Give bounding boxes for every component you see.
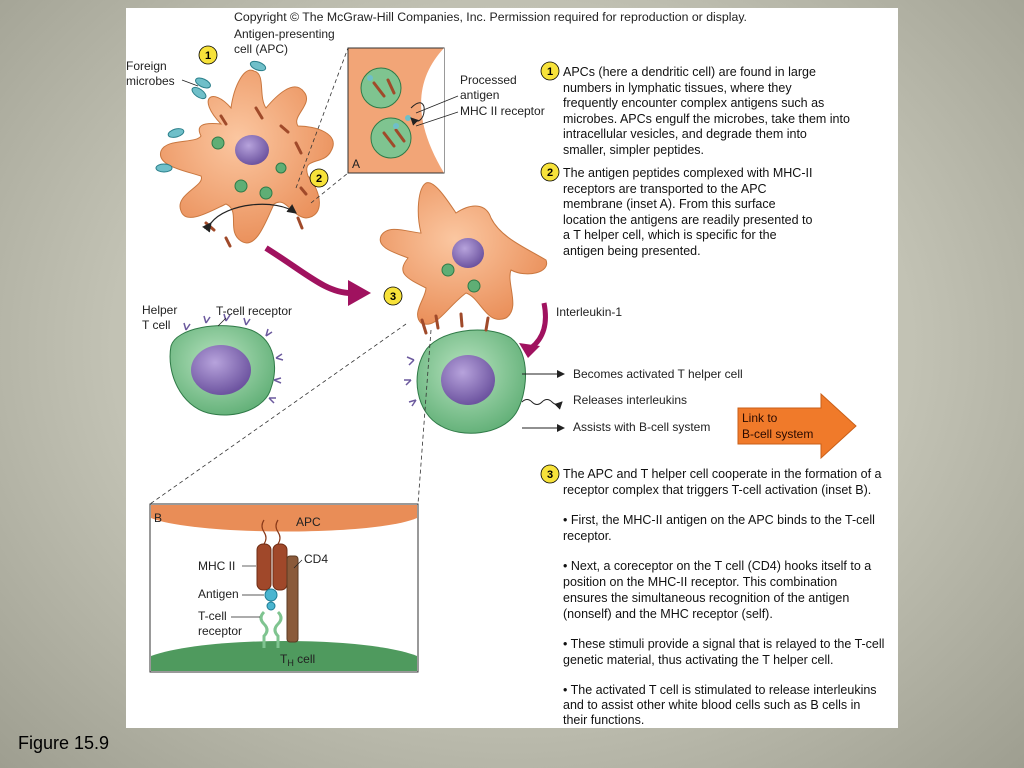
bullet-3: • These stimuli provide a signal that is…: [563, 637, 888, 667]
step-1-badge: 1: [198, 45, 218, 65]
figure-panel: Copyright © The McGraw-Hill Companies, I…: [126, 8, 898, 728]
apc1-transport-arrow: [202, 203, 297, 233]
mhc-receptor-label: MHC II receptor: [460, 104, 545, 118]
processed-antigen-label: Processed: [460, 73, 517, 87]
step-1-text: APCs (here a dendritic cell) are found i…: [563, 65, 853, 157]
svg-text:3: 3: [547, 469, 553, 481]
step-2-text: The antigen peptides complexed with MHC-…: [563, 166, 816, 258]
bullet-4: • The activated T cell is stimulated to …: [563, 683, 880, 727]
inset-a-label: A: [352, 157, 360, 171]
inset-b-cd4-label: CD4: [304, 552, 328, 566]
apc-label-2: cell (APC): [234, 42, 288, 56]
inset-b-tcr-label-2: receptor: [198, 624, 242, 638]
becomes-activated-label: Becomes activated T helper cell: [573, 367, 743, 381]
inset-b-mhc-label: MHC II: [198, 559, 235, 573]
helper-t-cell-label-2: T cell: [142, 318, 170, 332]
apc-cell-1: [160, 69, 334, 244]
svg-text:2: 2: [316, 173, 322, 185]
inset-b-antigen-label: Antigen: [198, 587, 239, 601]
bullet-1: • First, the MHC-II antigen on the APC b…: [563, 513, 878, 543]
inset-a: A: [347, 47, 445, 174]
apc-cell-2: [379, 182, 548, 325]
figure-caption: Figure 15.9: [18, 733, 110, 753]
helper-t-cell: [169, 313, 284, 416]
helper-t-cell-label: Helper: [142, 303, 177, 317]
foreign-microbes-label: Foreign: [126, 59, 167, 73]
magenta-arrow-2: [529, 302, 548, 350]
step-2-text-badge: 2: [540, 162, 560, 182]
inset-b-apc-label: APC: [296, 515, 321, 529]
assists-b-cell-label: Assists with B-cell system: [573, 420, 710, 434]
inset-b: B APC CD4 MHC II Antigen T-cell receptor…: [149, 503, 419, 673]
copyright-notice: Copyright © The McGraw-Hill Companies, I…: [234, 10, 747, 24]
inset-b-label: B: [154, 511, 162, 525]
inset-b-tcr-label: T-cell: [198, 609, 227, 623]
processed-antigen-label-2: antigen: [460, 88, 499, 102]
svg-text:1: 1: [547, 66, 553, 78]
step-3-text: The APC and T helper cell cooperate in t…: [563, 467, 885, 497]
t-cell-receptor-label: T-cell receptor: [216, 304, 292, 318]
foreign-microbes: [155, 60, 267, 173]
step-3-text-badge: 3: [540, 464, 560, 484]
interleukin-label: Interleukin-1: [556, 305, 622, 319]
svg-text:1: 1: [205, 50, 211, 62]
activated-t-cell: [404, 312, 526, 434]
step-2-badge: 2: [309, 168, 329, 188]
step-1-text-badge: 1: [540, 61, 560, 81]
foreign-microbes-label-2: microbes: [126, 74, 175, 88]
link-to-b-cell-button[interactable]: Link to B-cell system: [737, 392, 857, 460]
bullet-2: • Next, a coreceptor on the T cell (CD4)…: [563, 559, 875, 621]
releases-interleukins-label: Releases interleukins: [573, 393, 687, 407]
svg-text:2: 2: [547, 167, 553, 179]
svg-text:Link to: Link to: [742, 411, 778, 425]
magenta-arrow-1: [264, 245, 352, 296]
inset-b-th-cell-label: TH cell: [280, 652, 315, 668]
figure-svg: Copyright © The McGraw-Hill Companies, I…: [126, 10, 888, 727]
svg-text:3: 3: [390, 291, 396, 303]
apc-label: Antigen-presenting: [234, 27, 335, 41]
step-3-badge-diagram: 3: [383, 286, 403, 306]
svg-text:B-cell system: B-cell system: [742, 427, 813, 441]
